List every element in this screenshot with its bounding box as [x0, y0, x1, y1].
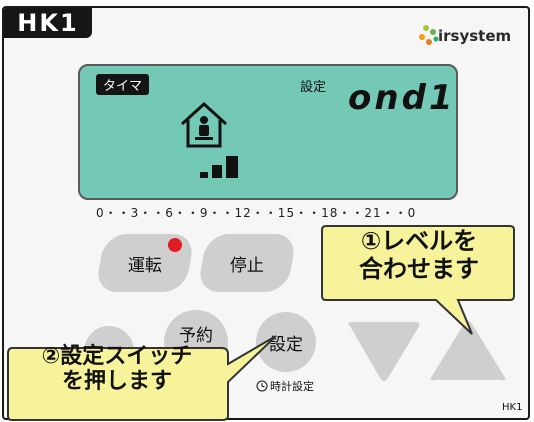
clock-setting-text: 時計設定 — [270, 380, 314, 393]
stop-button-label: 停止 — [230, 255, 264, 276]
setting-button-label: 設定 — [269, 334, 303, 355]
switch-callout-line-2: を押します — [61, 369, 172, 395]
house-person-icon — [180, 101, 228, 148]
clock-setting-label: 時計設定 — [256, 378, 314, 394]
switch-callout — [7, 335, 277, 421]
lcd-setting-label: 設定 — [300, 80, 327, 95]
brand-name: irsystem — [438, 27, 512, 45]
timer-scale: 0・・3・・6・・9・・12・・15・・18・・21・・0 — [96, 206, 417, 220]
level-callout-line-1: ①レベルを — [360, 227, 478, 255]
reserve-button-label: 予約 — [179, 325, 213, 346]
stop-button[interactable]: 停止 — [196, 234, 298, 292]
switch-callout-text: ②設定スイッチ を押します — [12, 344, 222, 395]
run-button-label: 運転 — [128, 255, 162, 276]
signal-bars-icon — [200, 156, 238, 178]
level-callout-text: ①レベルを 合わせます — [326, 227, 512, 283]
switch-callout-line-1: ②設定スイッチ — [41, 344, 193, 369]
clock-icon — [256, 380, 268, 392]
triangle-up-icon[interactable] — [428, 318, 508, 382]
lcd-display: タイマ 設定 ond1 — [78, 64, 458, 200]
model-code: HK1 — [502, 402, 523, 413]
level-callout-line-2: 合わせます — [359, 254, 479, 283]
timer-tag: タイマ — [96, 74, 150, 95]
level-callout — [321, 225, 515, 335]
model-badge: HK1 — [4, 8, 92, 38]
triangle-down-icon[interactable] — [344, 320, 424, 384]
lcd-readout: ond1 — [348, 78, 456, 118]
irsystem-logo — [419, 25, 439, 45]
run-indicator-led — [168, 238, 182, 252]
